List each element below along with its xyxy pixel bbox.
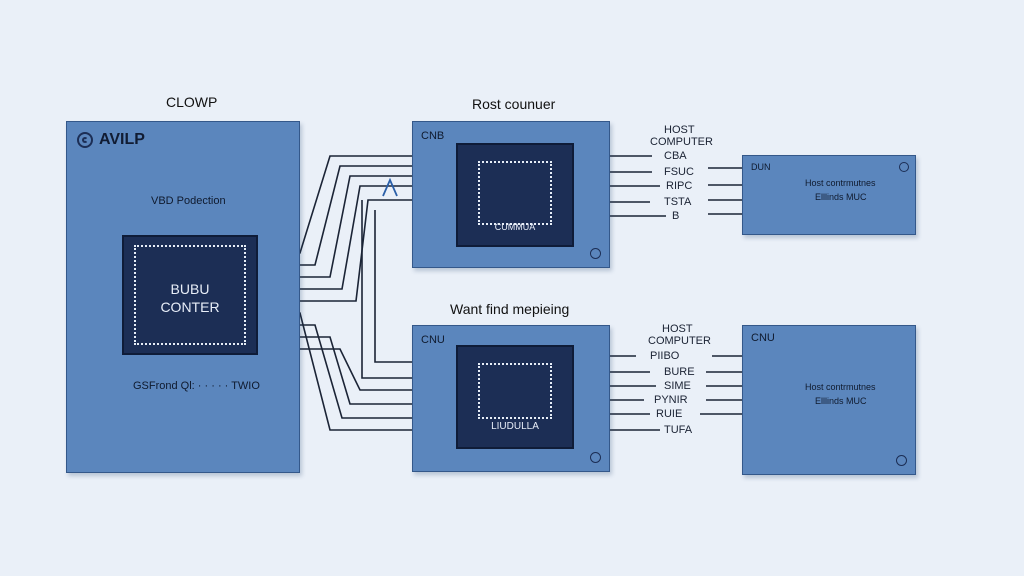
top-chip-label: CUMMUA xyxy=(494,222,536,232)
footer-label: GSFrond Ql: · · · · · TWIO xyxy=(133,380,260,392)
status-dot-icon xyxy=(590,248,601,259)
bottom-interface-chip: LIUDULLA xyxy=(456,345,574,449)
signal-label: TSTA xyxy=(664,196,692,208)
top-section-caption: Rost counuer xyxy=(472,96,556,112)
signal-label: PYNIR xyxy=(654,394,688,406)
top-host-label-1: HOST xyxy=(664,124,695,136)
top-host-label-2: COMPUTER xyxy=(650,136,713,148)
bottom-host-label-2: COMPUTER xyxy=(648,335,711,347)
chip-die-outline xyxy=(134,245,246,345)
signal-label: RIPC xyxy=(666,180,693,192)
left-block-caption: CLOWP xyxy=(166,94,218,110)
top-interface-chip: CUMMUA xyxy=(456,143,574,247)
bottom-host-panel-label: CNU xyxy=(751,332,775,344)
signal-label: TUFA xyxy=(664,424,693,436)
bottom-host-label-1: HOST xyxy=(662,323,693,335)
chip-label-line1: BUBU xyxy=(170,281,210,297)
bottom-chip-label: LIUDULLA xyxy=(491,421,539,432)
bottom-section-caption: Want find mepieing xyxy=(450,301,570,317)
status-dot-icon xyxy=(590,452,601,463)
bottom-host-panel: CNU Host contrmutnes Elllinds MUC xyxy=(742,325,916,475)
signal-label: PIIBO xyxy=(650,350,680,362)
top-chip-die xyxy=(478,161,552,225)
bottom-chip-die xyxy=(478,363,552,419)
top-host-panel: DUN Host contrmutnes Elllinds MUC xyxy=(742,155,916,235)
detection-label: VBD Podection xyxy=(151,195,226,207)
signal-label: B xyxy=(672,210,680,222)
chip-label-line2: CONTER xyxy=(160,299,220,315)
bottom-host-text-1: Host contrmutnes xyxy=(805,382,876,392)
signal-label: CBA xyxy=(664,150,687,162)
logo-label: AVILP xyxy=(99,131,145,148)
signal-label: RUIE xyxy=(656,408,683,420)
signal-label: SIME xyxy=(664,380,691,392)
bottom-host-text-2: Elllinds MUC xyxy=(815,396,867,406)
bottom-panel-label: CNU xyxy=(421,334,445,346)
top-host-text-2: Elllinds MUC xyxy=(815,192,867,202)
status-dot-icon xyxy=(899,162,909,172)
top-panel-label: CNB xyxy=(421,130,445,142)
status-dot-icon xyxy=(896,455,907,466)
main-controller-chip: BUBU CONTER xyxy=(122,235,258,355)
top-host-panel-label: DUN xyxy=(751,162,771,172)
signal-label: FSUC xyxy=(664,166,694,178)
top-host-text-1: Host contrmutnes xyxy=(805,178,876,188)
logo-icon xyxy=(77,132,93,148)
signal-label: BURE xyxy=(664,366,695,378)
